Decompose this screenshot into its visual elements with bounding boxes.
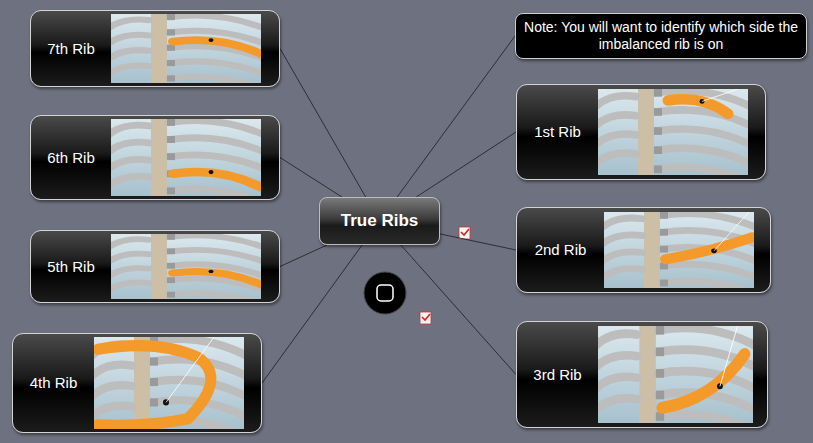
connector-line xyxy=(416,132,516,197)
rib-box: 1st Rib xyxy=(516,84,766,180)
node-label: 5th Rib xyxy=(47,258,95,276)
rib-box: 3rd Rib xyxy=(516,321,768,428)
connector-line xyxy=(401,245,516,375)
label-area: 3rd Rib xyxy=(517,322,598,427)
label-area: 6th Rib xyxy=(31,116,111,199)
button-square xyxy=(377,285,393,301)
connector-line xyxy=(397,36,515,197)
rib-box: 6th Rib xyxy=(30,115,280,200)
note-text: Note: You will want to identify which si… xyxy=(522,19,800,53)
label-area: 4th Rib xyxy=(13,334,94,432)
rib-illustration xyxy=(111,14,261,83)
node-label: 4th Rib xyxy=(30,374,78,392)
node-label: True Ribs xyxy=(341,211,418,231)
central-topic: True Ribs xyxy=(319,197,440,245)
label-area: Note: You will want to identify which si… xyxy=(516,14,806,58)
rib-box: 5th Rib xyxy=(30,230,280,303)
attachment-icon xyxy=(420,312,431,324)
connector-line xyxy=(280,245,327,267)
rib-box: 7th Rib xyxy=(30,10,280,87)
label-area: 7th Rib xyxy=(31,11,111,86)
rib-illustration xyxy=(111,234,261,299)
rib-illustration xyxy=(604,212,754,288)
note-box: Note: You will want to identify which si… xyxy=(515,13,807,59)
rib-box: 2nd Rib xyxy=(516,207,771,293)
label-area: 5th Rib xyxy=(31,231,111,302)
connector-line xyxy=(280,49,366,198)
label-area: 2nd Rib xyxy=(517,208,604,292)
attachment-icon xyxy=(459,227,470,239)
rib-box: 4th Rib xyxy=(12,333,262,433)
label-area: True Ribs xyxy=(320,198,439,244)
round-button xyxy=(364,272,406,314)
connector-line xyxy=(440,234,516,250)
node-label: 6th Rib xyxy=(47,149,95,167)
node-label: 2nd Rib xyxy=(535,241,587,259)
connector-line xyxy=(280,158,342,198)
node-label: 7th Rib xyxy=(47,40,95,58)
node-label: 3rd Rib xyxy=(533,366,581,384)
rib-illustration xyxy=(94,337,244,429)
rib-illustration xyxy=(598,89,748,175)
rib-illustration xyxy=(111,119,261,196)
node-label: 1st Rib xyxy=(534,123,581,141)
rib-illustration xyxy=(598,326,753,423)
label-area: 1st Rib xyxy=(517,85,598,179)
